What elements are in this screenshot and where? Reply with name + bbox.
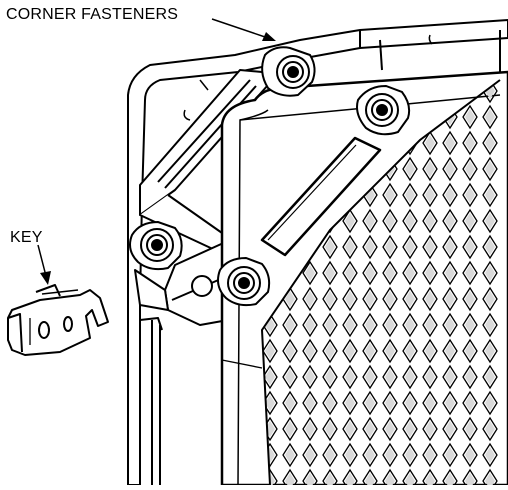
corner-fastener (261, 46, 316, 97)
corner-fasteners-label: CORNER FASTENERS (6, 6, 179, 23)
corner-fastener (217, 256, 271, 307)
label-plate (260, 136, 382, 257)
corner-fastener (129, 220, 183, 271)
leader-arrow-key (37, 244, 51, 285)
key-label: KEY (10, 229, 43, 246)
leader-arrow-corner-fasteners (211, 18, 276, 41)
key-tool (7, 284, 109, 356)
corner-fastener (356, 84, 411, 136)
